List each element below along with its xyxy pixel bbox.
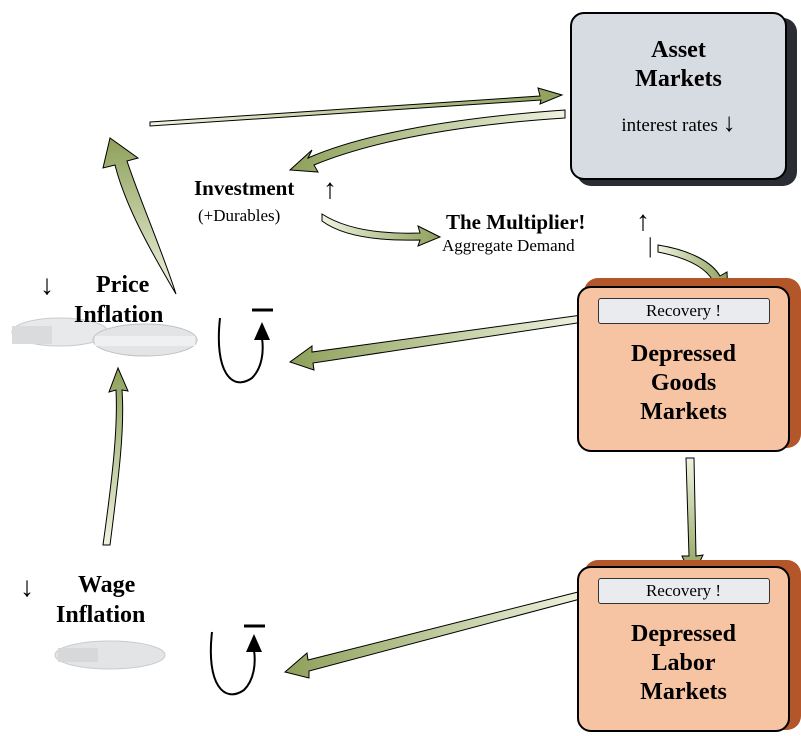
arrow-labor-to-wage (283, 590, 585, 679)
goods-line3: Markets (640, 399, 727, 425)
labor-line2: Labor (651, 650, 716, 676)
up-arrow-icon: ↑ (323, 174, 337, 205)
price-inflation-line2: Inflation (74, 302, 164, 328)
price-hook-arrow (217, 308, 273, 384)
labor-line3: Markets (640, 679, 727, 705)
arrow-asset-to-investment (288, 109, 566, 173)
arrow-price-to-asset (149, 87, 564, 127)
labor-markets-box: Recovery ! Depressed Labor Markets (577, 566, 790, 732)
goods-recovery-badge: Recovery ! (597, 298, 770, 324)
down-arrow-icon: ↓ (722, 108, 736, 137)
investment-label: Investment (194, 176, 295, 200)
wage-inflation-line2: Inflation (56, 602, 146, 628)
down-arrow-icon: ↓ (20, 572, 34, 603)
multiplier-label: The Multiplier! (446, 210, 586, 234)
asset-subtitle: interest rates (621, 115, 718, 136)
arrow-investment-to-multiplier (321, 213, 442, 247)
wage-inflation-line1: Wage (78, 572, 136, 598)
asset-title-line2: Markets (635, 66, 722, 92)
multiplier-sublabel: Aggregate Demand (442, 236, 575, 255)
goods-line1: Depressed (631, 341, 736, 367)
goods-markets-box: Recovery ! Depressed Goods Markets (577, 286, 790, 452)
price-coin-stack (11, 317, 198, 357)
investment-sublabel: (+Durables) (198, 206, 281, 225)
arrow-wage-to-price (102, 366, 129, 546)
labor-recovery-badge: Recovery ! (597, 578, 770, 604)
down-arrow-icon: ↓ (40, 270, 54, 301)
arrow-goods-to-price (288, 314, 585, 371)
up-arrow-icon: | (648, 233, 653, 258)
asset-markets-box: Asset Markets interest rates ↓ (570, 12, 787, 180)
wage-hook-arrow (209, 624, 265, 696)
labor-line1: Depressed (631, 621, 736, 647)
price-inflation-line1: Price (96, 272, 150, 298)
asset-title-line1: Asset (651, 37, 706, 63)
arrow-price-up (102, 137, 177, 295)
goods-line2: Goods (650, 370, 717, 396)
wage-coin-stack (54, 640, 166, 670)
up-arrow-icon: ↑ (636, 206, 650, 237)
